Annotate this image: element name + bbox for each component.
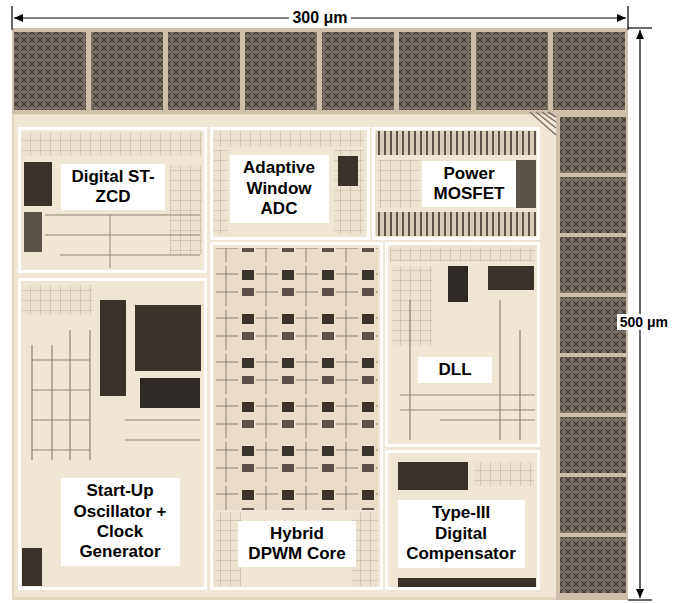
circuit-block: Power MOSFET <box>372 127 540 240</box>
block-label: Digital ST-ZCD <box>68 167 158 208</box>
circuit-block: Type-III Digital Compensator <box>385 450 540 590</box>
block-label: Adaptive Window ADC <box>237 158 322 219</box>
block-label: Type-III Digital Compensator <box>405 503 518 564</box>
label-box: Digital ST-ZCD <box>61 164 165 211</box>
circuit-block: Hybrid DPWM Core <box>210 242 383 590</box>
circuit-block: DLL <box>385 242 540 447</box>
dimension-label: 500 μm <box>617 314 671 330</box>
block-label: Power MOSFET <box>429 164 509 205</box>
label-box: Adaptive Window ADC <box>230 155 329 222</box>
dimension-label: 300 μm <box>289 9 350 27</box>
label-box: DLL <box>418 357 492 383</box>
label-box: Power MOSFET <box>422 161 516 208</box>
circuit-block: Adaptive Window ADC <box>210 127 370 240</box>
block-label: Hybrid DPWM Core <box>245 524 349 565</box>
dimension-lines <box>12 6 652 600</box>
circuit-block: Start-Up Oscillator + Clock Generator <box>18 278 207 590</box>
block-label: Start-Up Oscillator + Clock Generator <box>68 481 173 563</box>
circuit-block: Digital ST-ZCD <box>18 127 207 273</box>
label-box: Hybrid DPWM Core <box>238 521 356 568</box>
label-box: Start-Up Oscillator + Clock Generator <box>61 478 180 566</box>
label-box: Type-III Digital Compensator <box>398 500 525 567</box>
block-label: DLL <box>425 360 485 380</box>
